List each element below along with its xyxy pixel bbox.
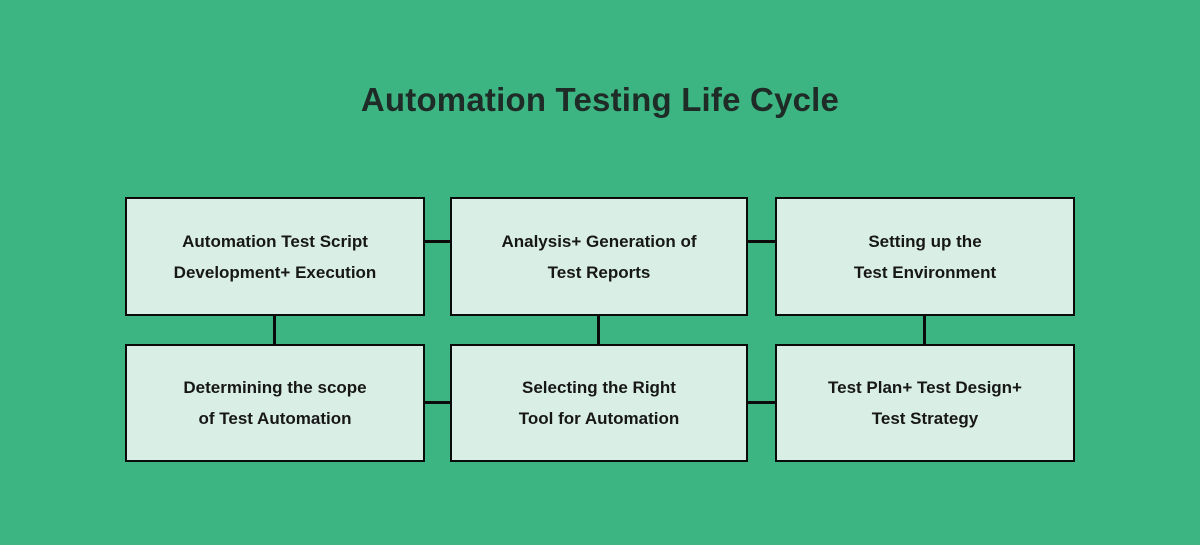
connector-col1-row1-row2 (273, 316, 276, 344)
node-test-plan-test-design-test-strategy: Test Plan+ Test Design+ Test Strategy (775, 344, 1075, 462)
node-label-line: Automation Test Script (182, 231, 368, 251)
node-automation-test-script-development-execution: Automation Test Script Development+ Exec… (125, 197, 425, 316)
node-selecting-the-right-tool-for-automation: Selecting the Right Tool for Automation (450, 344, 748, 462)
node-label-line: Test Environment (853, 262, 997, 282)
connector-col2-row1-row2 (597, 316, 600, 344)
node-analysis-generation-of-test-reports: Analysis+ Generation of Test Reports (450, 197, 748, 316)
node-label-line: Test Strategy (871, 409, 979, 428)
connector-row2-box2-box3 (748, 401, 775, 404)
node-label-line: Tool for Automation (518, 409, 680, 428)
connector-row2-box1-box2 (425, 401, 450, 404)
node-label-line: Analysis+ Generation of (501, 231, 697, 251)
node-label-line: Development+ Execution (173, 262, 377, 282)
connector-row1-box2-box3 (748, 240, 775, 243)
node-label-line: Test Reports (547, 262, 651, 282)
node-label-line: Selecting the Right (522, 378, 676, 397)
node-setting-up-the-test-environment: Setting up the Test Environment (775, 197, 1075, 316)
node-label-line: of Test Automation (198, 409, 352, 428)
node-label-line: Setting up the (868, 231, 982, 251)
connector-row1-box1-box2 (425, 240, 450, 243)
node-label-line: Test Plan+ Test Design+ (828, 378, 1022, 397)
node-determining-the-scope-of-test-automation: Determining the scope of Test Automation (125, 344, 425, 462)
connector-col3-row1-row2 (923, 316, 926, 344)
diagram-title: Automation Testing Life Cycle (360, 81, 840, 118)
node-label-line: Determining the scope (183, 378, 367, 397)
